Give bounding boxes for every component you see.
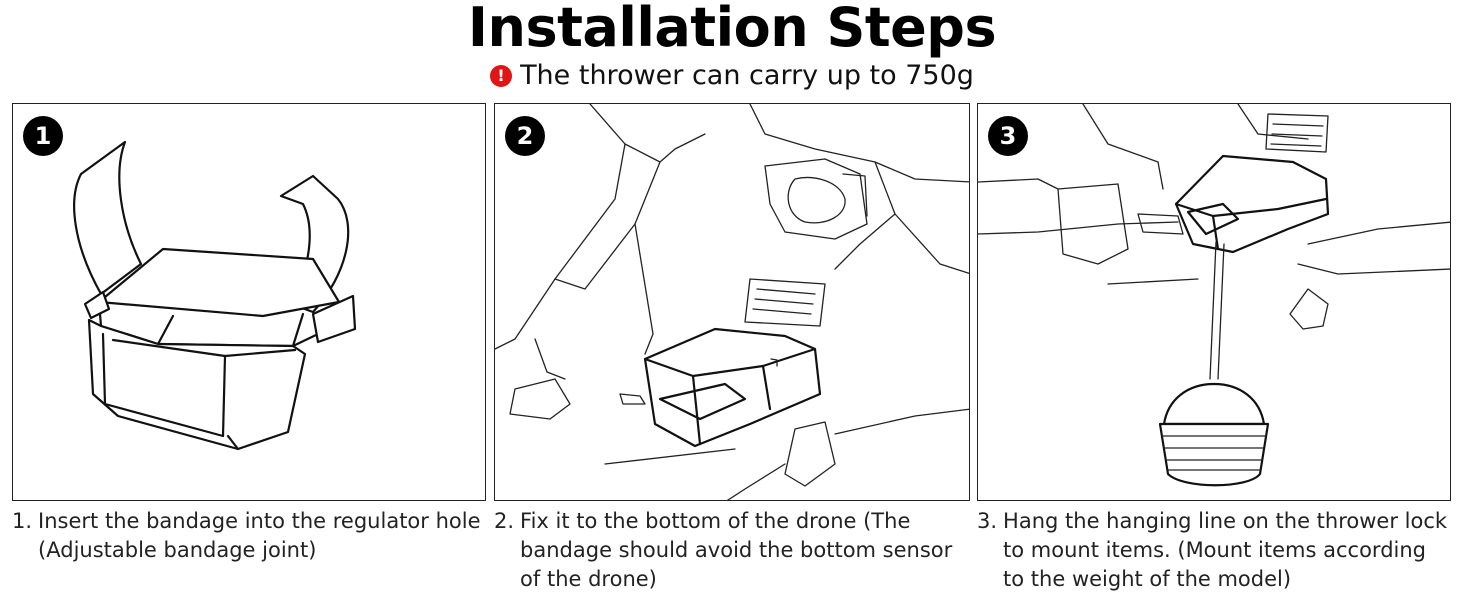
- thrower-strap-illustration: [73, 140, 357, 451]
- step-2-badge: 2: [505, 116, 545, 156]
- weight-notice: ! The thrower can carry up to 750g: [0, 58, 1464, 94]
- step-2-panel: 2: [494, 103, 970, 501]
- page-title: Installation Steps: [467, 0, 997, 59]
- step-1-text: Insert the bandage into the regulator ho…: [38, 509, 481, 562]
- step-3-badge: 3: [988, 116, 1028, 156]
- step-3-number-label: 3.: [977, 509, 998, 533]
- step-2-text: Fix it to the bottom of the drone (The b…: [520, 509, 953, 591]
- step-1-caption: 1. Insert the bandage into the regulator…: [12, 507, 486, 565]
- step-3-text: Hang the hanging line on the thrower loc…: [1003, 509, 1448, 591]
- step-1-panel: 1: [12, 103, 486, 501]
- drone-mount-illustration: [495, 104, 969, 500]
- hanging-line-illustration: [978, 104, 1450, 487]
- weight-notice-text: The thrower can carry up to 750g: [520, 60, 974, 91]
- exclamation-icon: !: [490, 65, 513, 87]
- step-3-caption: 3. Hang the hanging line on the thrower …: [977, 507, 1451, 594]
- step-1-badge: 1: [23, 116, 63, 156]
- step-2-caption: 2. Fix it to the bottom of the drone (Th…: [494, 507, 964, 594]
- step-3-panel: 3: [977, 103, 1451, 501]
- step-1-number-label: 1.: [12, 509, 33, 533]
- step-2-number-label: 2.: [494, 509, 515, 533]
